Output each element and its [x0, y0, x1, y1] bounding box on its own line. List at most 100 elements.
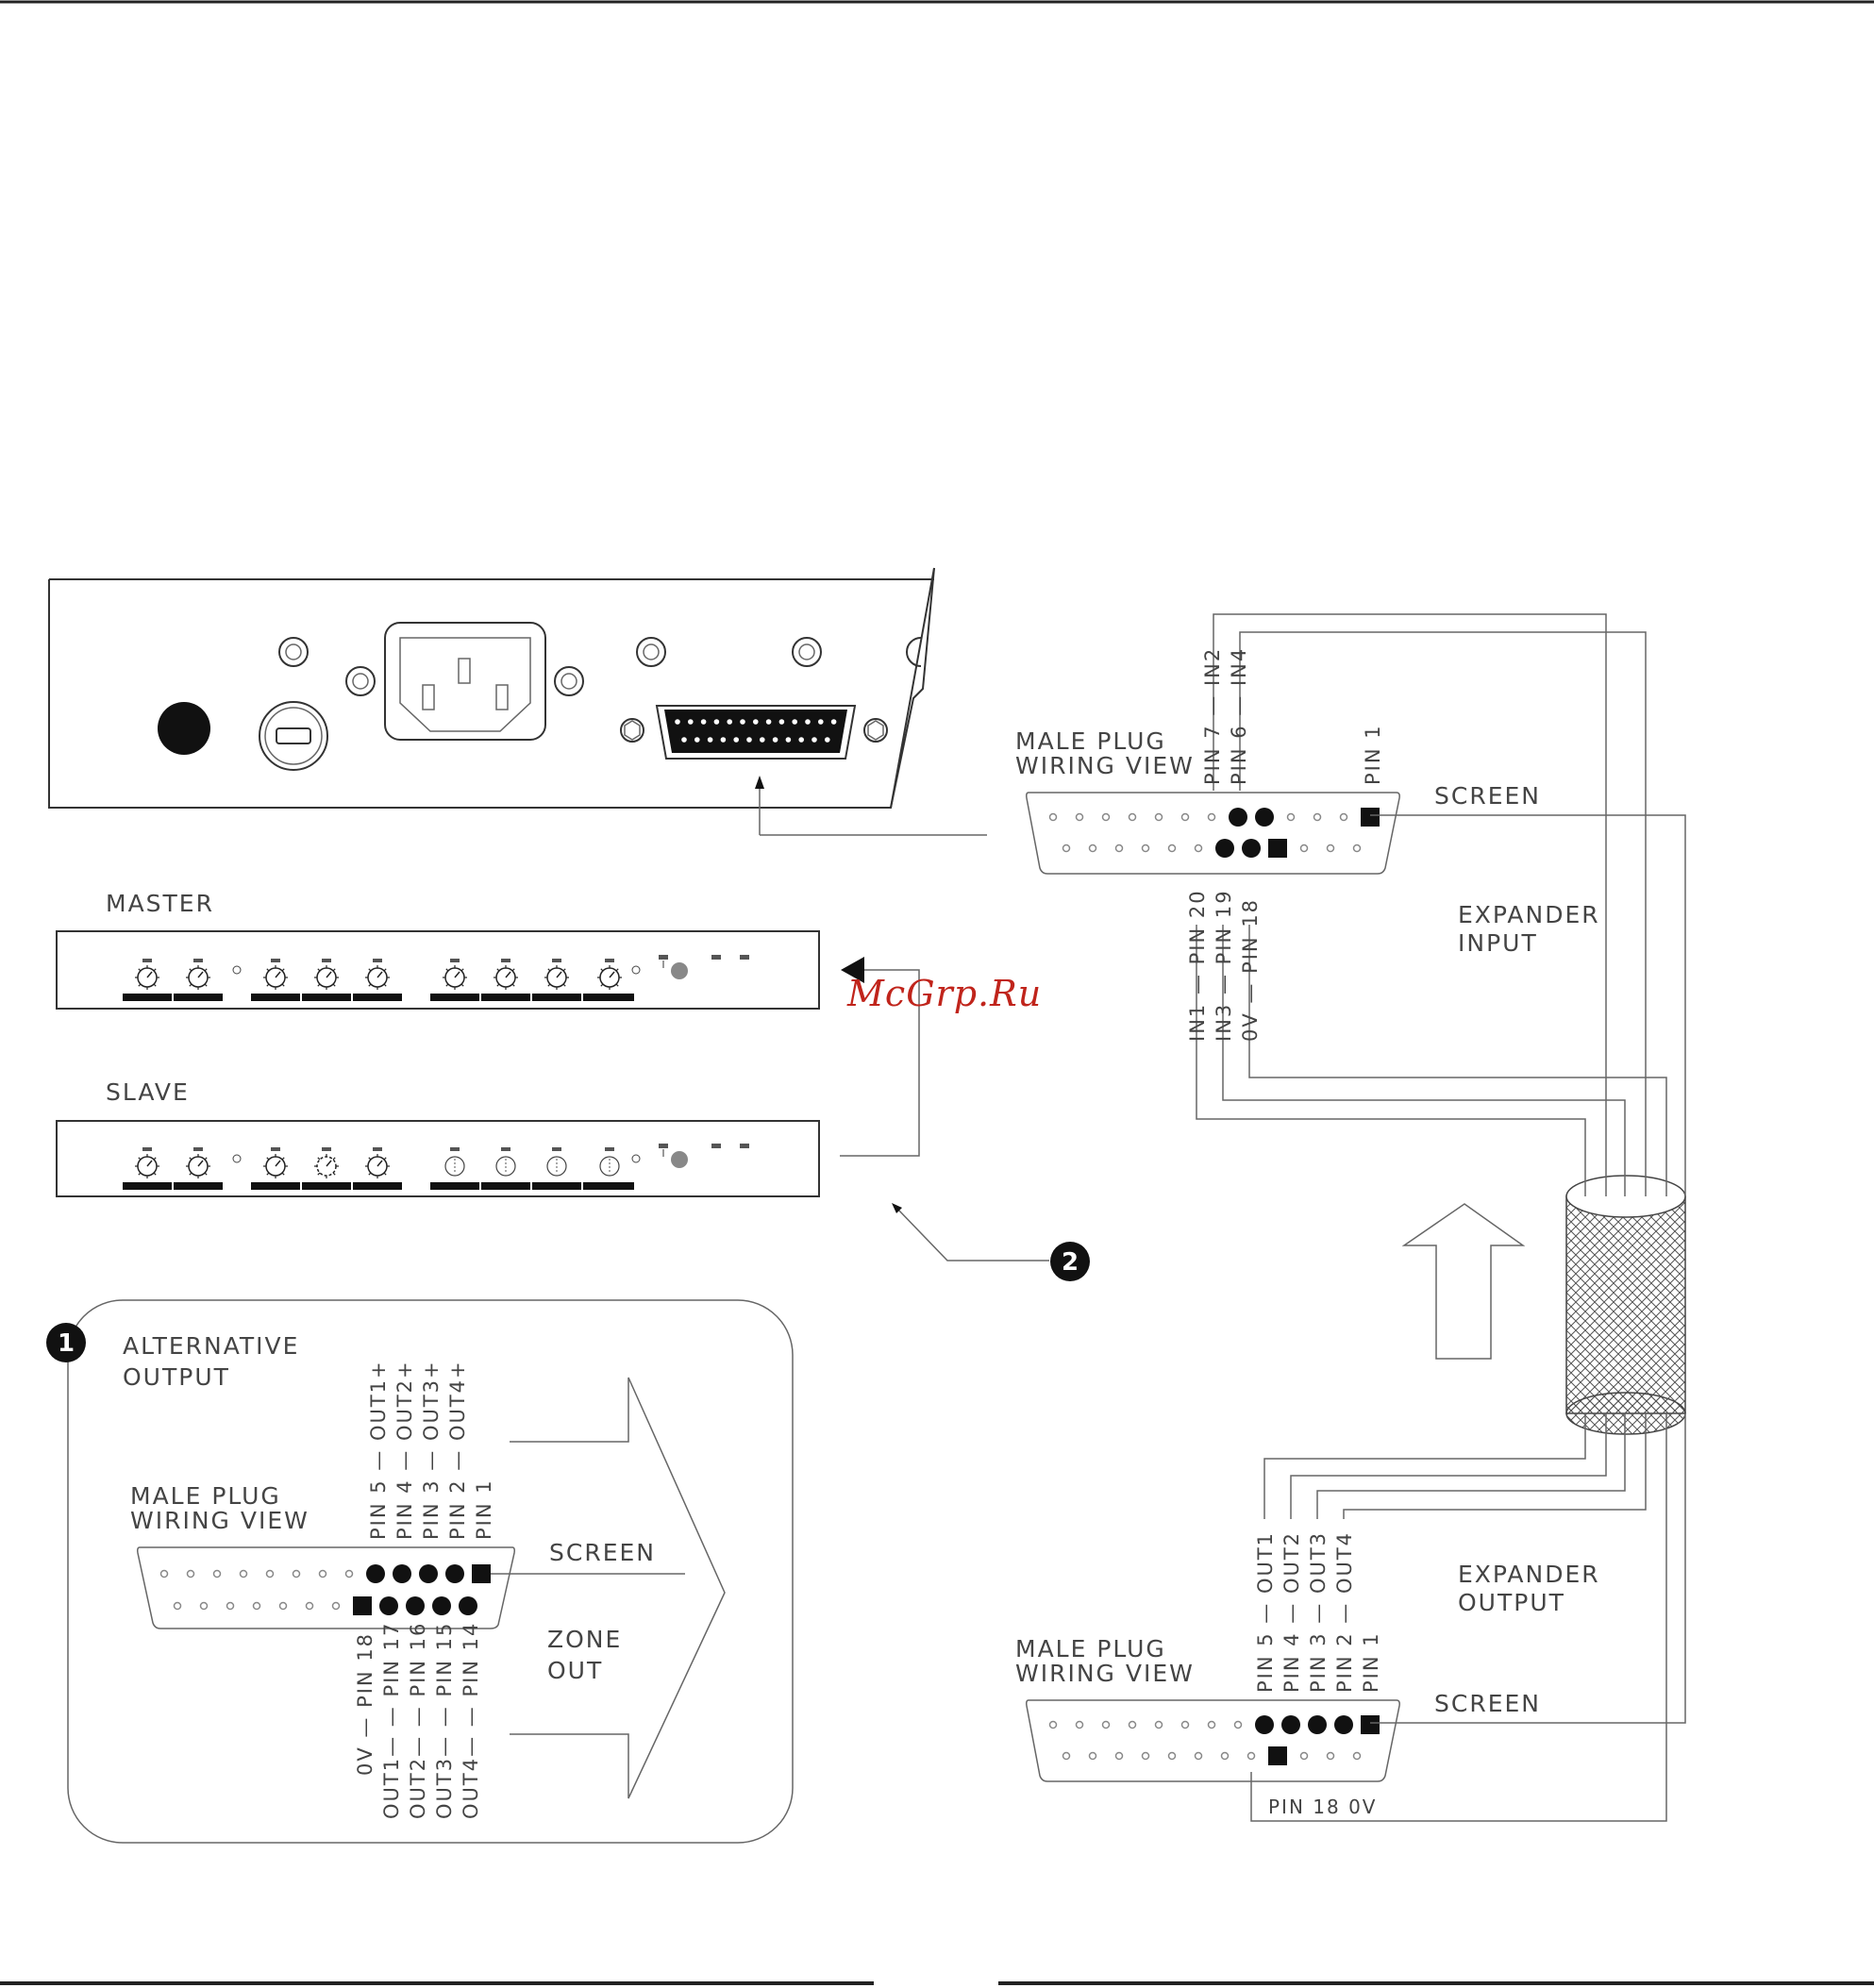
knob-pointer [376, 971, 383, 978]
pin-dot [713, 719, 720, 725]
knob-tick [317, 983, 321, 987]
expander-input-title: EXPANDER [1458, 901, 1600, 928]
plug-label-2: WIRING VIEW [1015, 1660, 1195, 1687]
knob-tick [189, 1157, 192, 1161]
pin-screen [1361, 1715, 1380, 1734]
shielded-cable [1565, 1175, 1686, 1435]
knob-pointer [556, 971, 562, 978]
knob-tick [266, 1172, 270, 1176]
pin-dot [688, 719, 694, 725]
knob-pointer [197, 1160, 204, 1167]
knob-tick [547, 968, 551, 972]
pin-hole [1299, 1751, 1309, 1761]
knob-tick [138, 983, 142, 987]
expander-input-title-2: INPUT [1458, 929, 1538, 957]
pin-used [445, 1564, 464, 1583]
knob-tick [317, 1172, 321, 1176]
pin-hole [1233, 1720, 1243, 1729]
led [659, 1144, 668, 1148]
jack [631, 965, 641, 975]
pin-label: PIN 1 [1362, 724, 1384, 785]
level-knob [365, 1147, 390, 1178]
male-plug [1026, 792, 1400, 875]
label-strip [532, 994, 581, 1001]
pin-label: OUT1— — PIN 17 [380, 1622, 403, 1819]
led [450, 1147, 460, 1151]
pin-used [393, 1564, 411, 1583]
pin-used [419, 1564, 438, 1583]
jack [631, 1154, 641, 1163]
pin-hole [186, 1569, 195, 1579]
pin-0v [353, 1596, 372, 1615]
screen-label: SCREEN [1434, 782, 1541, 810]
label-strip [353, 994, 402, 1001]
led [142, 1147, 152, 1151]
knob-tick [615, 968, 619, 972]
pin-dot [694, 737, 700, 743]
pin-label: PIN 2 — OUT4 [1333, 1531, 1356, 1693]
knob-pointer [454, 971, 460, 978]
pin-used [1242, 839, 1261, 858]
pin-hole [1313, 812, 1322, 822]
led [659, 955, 668, 960]
knob-pointer [326, 1160, 332, 1167]
led [271, 959, 280, 962]
pin-label: IN3 — PIN 19 [1213, 889, 1235, 1042]
led [501, 1147, 510, 1151]
knob-tick [562, 983, 566, 987]
pin-dot [772, 737, 778, 743]
pin-dot [798, 737, 804, 743]
plug-label: MALE PLUG [130, 1482, 281, 1510]
knob-tick [383, 983, 387, 987]
knob-tick [496, 968, 500, 972]
pin-hole [1101, 812, 1111, 822]
level-knob [135, 1147, 159, 1178]
pin-used [1229, 808, 1247, 827]
pin-hole [1154, 1720, 1163, 1729]
knob-tick [138, 1157, 142, 1161]
zone-out-label: ZONE [547, 1626, 622, 1653]
pin-hole [305, 1601, 314, 1611]
pin-used [1255, 808, 1274, 827]
pin-dot [825, 737, 830, 743]
pin-used [1215, 839, 1234, 858]
pin-label: PIN 3 — OUT3 [1307, 1531, 1330, 1693]
level-knob [314, 1147, 339, 1178]
pin-label: OUT2— — PIN 16 [407, 1622, 429, 1819]
expander-output-title-2: OUTPUT [1458, 1589, 1565, 1616]
label-strip [481, 1182, 530, 1190]
pin-hole [292, 1569, 301, 1579]
led [373, 1147, 382, 1151]
svg-text:1: 1 [58, 1329, 75, 1358]
pin-hole [1141, 1751, 1150, 1761]
led [552, 1147, 561, 1151]
knob-tick [600, 983, 604, 987]
led [501, 959, 510, 962]
selector-button [671, 1151, 688, 1168]
knob-tick [189, 968, 192, 972]
alternative-output-pin-labels: PIN 5 — OUT1+ PIN 4 — OUT2+ PIN 3 — OUT3… [354, 1360, 495, 1819]
level-knob [186, 959, 210, 990]
master-panel [56, 930, 820, 1010]
pin-used [366, 1564, 385, 1583]
jack [232, 965, 242, 975]
knob-tick [281, 1172, 285, 1176]
jack [232, 1154, 242, 1163]
label-strip [123, 1182, 172, 1190]
knob-tick [368, 968, 372, 972]
led [142, 959, 152, 962]
knob-tick [189, 1172, 192, 1176]
knob [444, 1156, 465, 1177]
knob-tick [281, 1157, 285, 1161]
label-strip [583, 1182, 634, 1190]
mains-inlet [384, 622, 546, 741]
pin-dot [740, 719, 745, 725]
led [740, 955, 749, 960]
knob-tick [460, 968, 464, 972]
pin-hole [212, 1569, 222, 1579]
knob-tick [383, 1157, 387, 1161]
knob-tick [153, 983, 157, 987]
link-arrow [840, 957, 920, 1157]
knob [546, 1156, 567, 1177]
